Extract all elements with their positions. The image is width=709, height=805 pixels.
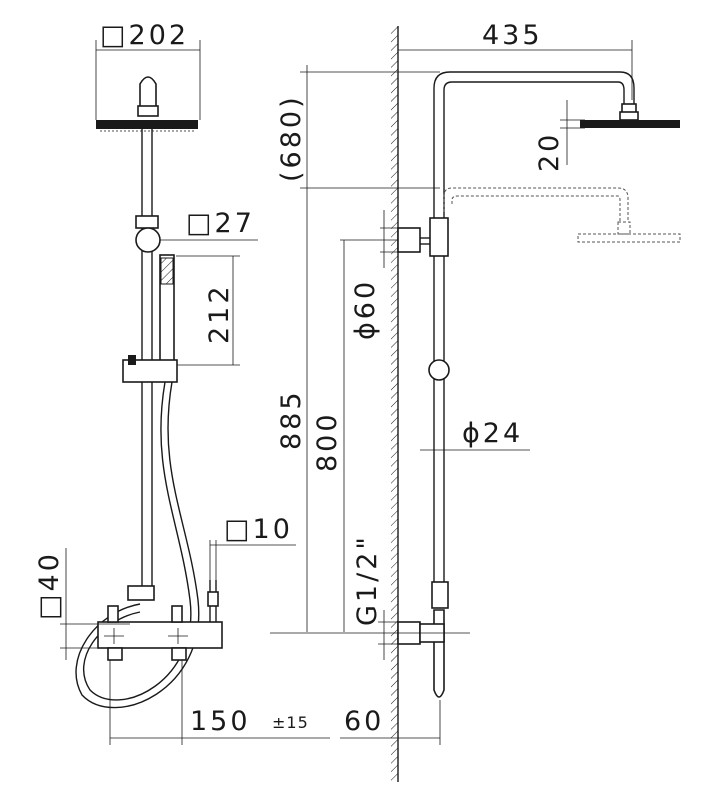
shower-head-front (96, 120, 198, 129)
head-ball-joint (139, 76, 157, 109)
thread-label: G1/2" (352, 534, 383, 626)
pipe-diameter-label: ϕ24 (462, 418, 523, 449)
mixer-square-label: □40 (34, 551, 65, 620)
wall-hatch (391, 26, 398, 782)
hose-square-label: □10 (224, 514, 293, 545)
arm-rise-label: (680) (276, 94, 307, 182)
side-view (270, 26, 681, 782)
head-square-label: □202 (100, 20, 189, 51)
slider-bracket (122, 359, 178, 383)
mixer-lever-side (433, 609, 445, 698)
mixer-centers-label: 150 (190, 706, 251, 737)
wall-flange-diameter-label: ϕ60 (350, 279, 381, 340)
projection-label: 60 (344, 706, 384, 737)
overall-height-label: 885 (276, 389, 307, 450)
shower-hose (83, 381, 192, 701)
tolerance-label: ±15 (272, 713, 309, 732)
front-diverter-knob (135, 227, 161, 253)
mixer-body-front (97, 621, 223, 649)
shower-head-side (580, 120, 680, 128)
arm-length-label: 435 (482, 20, 543, 51)
front-view (60, 40, 330, 745)
upper-wall-bracket (397, 227, 421, 253)
head-height-label: 20 (534, 132, 565, 172)
outlet-height-label: 800 (312, 411, 343, 472)
handshower-length-label: 212 (204, 283, 235, 344)
bracket-square-label: □27 (186, 208, 255, 239)
